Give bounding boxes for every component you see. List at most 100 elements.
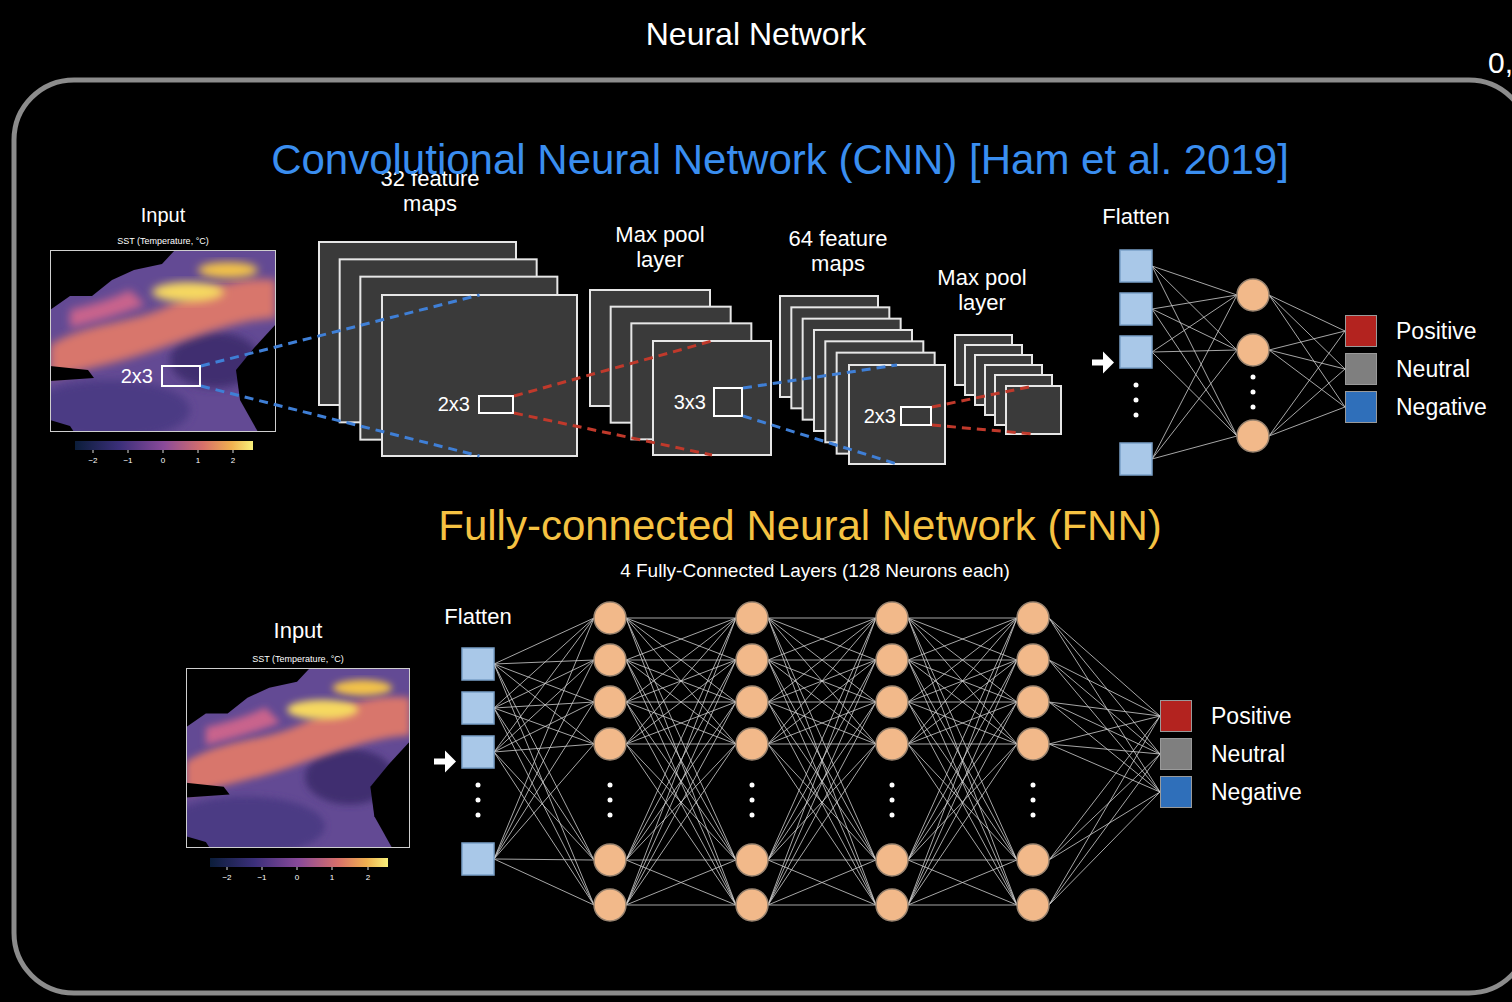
input-unit bbox=[1120, 336, 1152, 368]
output-label: Positive bbox=[1396, 318, 1477, 344]
network-line bbox=[626, 860, 736, 861]
ellipsis-dot bbox=[890, 783, 895, 788]
ellipsis-dot bbox=[750, 783, 755, 788]
ellipsis-dot bbox=[1134, 383, 1139, 388]
network-line bbox=[494, 618, 594, 752]
colorbar-tick bbox=[368, 867, 369, 870]
feature-map-stack: 32 feature maps2x3 bbox=[381, 294, 578, 457]
network-line bbox=[1152, 309, 1237, 436]
network-line bbox=[626, 618, 736, 905]
network-line bbox=[768, 860, 876, 905]
neuron bbox=[876, 889, 908, 921]
network-line bbox=[908, 660, 1017, 860]
output-swatch bbox=[1160, 776, 1192, 808]
network-line bbox=[768, 702, 876, 860]
network-line bbox=[768, 618, 876, 905]
connector bbox=[1092, 352, 1114, 374]
colorbar-tick bbox=[227, 867, 228, 870]
network-line bbox=[768, 744, 876, 745]
network-line bbox=[626, 744, 736, 905]
ellipsis-dot bbox=[608, 783, 613, 788]
ellipsis-dot bbox=[890, 813, 895, 818]
neuron bbox=[876, 728, 908, 760]
colorbar-tick-label: 0 bbox=[295, 873, 299, 882]
input-unit bbox=[462, 843, 494, 875]
input-unit bbox=[462, 692, 494, 724]
output-swatch bbox=[1345, 353, 1377, 385]
input-map: InputSST (Temperature, °C)2x3 bbox=[50, 250, 276, 432]
network-line bbox=[1049, 702, 1160, 792]
network-line bbox=[626, 618, 736, 905]
network-line bbox=[908, 744, 1017, 905]
network-line bbox=[626, 660, 736, 744]
neuron bbox=[594, 844, 626, 876]
network-line bbox=[1049, 702, 1160, 754]
colorbar-tick bbox=[297, 867, 298, 870]
neuron bbox=[1017, 644, 1049, 676]
ellipsis-dot bbox=[608, 813, 613, 818]
colorbar-tick bbox=[233, 450, 234, 453]
network-line bbox=[1152, 266, 1237, 436]
network-line bbox=[1049, 754, 1160, 860]
colorbar-tick bbox=[198, 450, 199, 453]
input-unit bbox=[1120, 443, 1152, 475]
network-line bbox=[1049, 792, 1160, 860]
section-heading: Fully-connected Neural Network (FNN) bbox=[438, 502, 1162, 550]
network-line bbox=[494, 859, 594, 905]
network-line bbox=[1269, 295, 1345, 369]
neuron bbox=[736, 889, 768, 921]
network-line bbox=[1152, 350, 1237, 459]
network-line bbox=[626, 660, 736, 905]
ellipsis-dot bbox=[750, 813, 755, 818]
network-line bbox=[1049, 744, 1160, 754]
colorbar-tick bbox=[332, 867, 333, 870]
network-line bbox=[626, 905, 736, 906]
network-line bbox=[1049, 618, 1160, 792]
network-line bbox=[494, 664, 594, 702]
node-label: Max pool layer bbox=[922, 265, 1042, 316]
pool-stack: Max pool layer3x3 bbox=[652, 340, 772, 456]
neuron bbox=[1017, 728, 1049, 760]
network-line bbox=[494, 752, 594, 860]
connector bbox=[434, 751, 456, 773]
kernel-box: 2x3 bbox=[161, 365, 201, 387]
node-label: 2x3 bbox=[438, 393, 470, 416]
output-label: Negative bbox=[1211, 779, 1302, 805]
neuron bbox=[736, 844, 768, 876]
sst-map bbox=[30, 250, 276, 440]
network-line bbox=[908, 660, 1017, 744]
network-line bbox=[494, 708, 594, 860]
node-label: 3x3 bbox=[674, 391, 706, 414]
neuron bbox=[876, 602, 908, 634]
colorbar bbox=[210, 858, 388, 867]
neuron bbox=[1237, 334, 1269, 366]
colorbar-tick-label: 2 bbox=[231, 456, 235, 465]
output-label: Negative bbox=[1396, 394, 1487, 420]
network-line bbox=[768, 618, 876, 860]
colorbar-tick-label: 1 bbox=[330, 873, 334, 882]
network-line bbox=[1269, 350, 1345, 369]
network-line bbox=[494, 744, 594, 859]
network-line bbox=[626, 702, 736, 860]
network-line bbox=[626, 744, 736, 745]
network-line bbox=[1269, 407, 1345, 436]
neuron bbox=[1237, 279, 1269, 311]
network-line bbox=[626, 618, 736, 619]
network-line bbox=[908, 860, 1017, 905]
colorbar-tick-label: 2 bbox=[366, 873, 370, 882]
kernel-box: 3x3 bbox=[713, 387, 743, 417]
colorbar-tick-label: 1 bbox=[196, 456, 200, 465]
kernel-box: 2x3 bbox=[900, 406, 932, 426]
network-line bbox=[1049, 618, 1160, 754]
ellipsis-dot bbox=[1134, 398, 1139, 403]
network-line bbox=[494, 702, 594, 859]
neuron bbox=[594, 889, 626, 921]
node-label: Input bbox=[274, 618, 323, 643]
network-line bbox=[1269, 295, 1345, 331]
output-swatch bbox=[1160, 700, 1192, 732]
colorbar-tick-label: −2 bbox=[88, 456, 97, 465]
neuron bbox=[594, 686, 626, 718]
ellipsis-dot bbox=[1031, 813, 1036, 818]
network-line bbox=[768, 744, 876, 905]
